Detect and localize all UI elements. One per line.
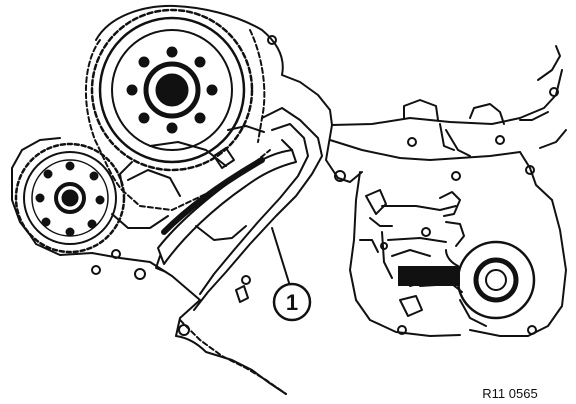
callout-marker: 1	[272, 282, 312, 322]
engine-block-outline	[11, 4, 567, 395]
chain-tensioner-rail	[155, 147, 297, 273]
crankshaft-sprocket	[445, 240, 536, 327]
upper-camshaft-sprocket	[90, 8, 254, 172]
callout-label: 1	[286, 290, 298, 315]
lower-camshaft-sprocket	[14, 142, 126, 254]
callout-leader-line	[271, 227, 291, 287]
tensioner-housing	[91, 141, 251, 285]
oil-pump-block	[398, 266, 460, 286]
figure-reference-code: R11 0565	[482, 386, 537, 401]
chain-guide-rail	[193, 107, 323, 311]
housing-bolts	[111, 35, 559, 336]
